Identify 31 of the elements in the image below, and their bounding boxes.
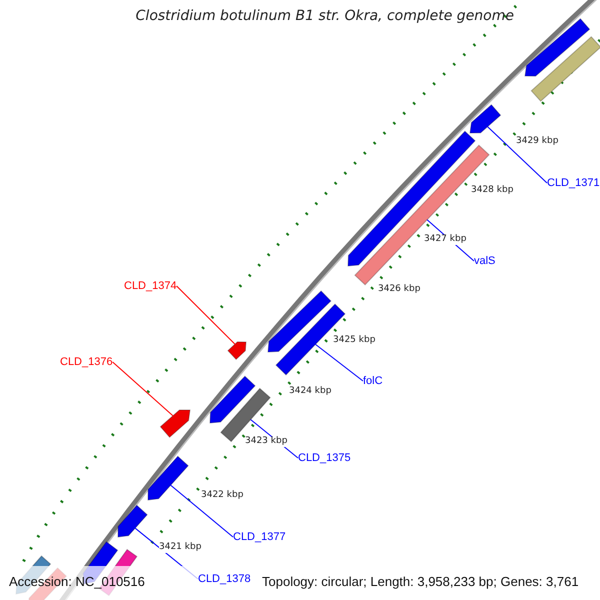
gene-feature	[118, 504, 148, 538]
gene-feature	[227, 341, 247, 360]
gene-bar	[220, 388, 271, 442]
leader-line	[176, 286, 236, 345]
gene-label: CLD_1377	[233, 531, 286, 544]
gene-feature	[148, 456, 189, 501]
footer-text: Topology: circular; Length: 3,958,233 bp; Genes: 3,761	[262, 575, 579, 590]
gene-feature	[160, 410, 191, 438]
title: Clostridium botulinum B1 str. Okra, complete genome	[136, 9, 514, 24]
position-label: 3424 kbp	[289, 387, 332, 397]
position-label: 3427 kbp	[424, 235, 466, 245]
position-label: 3426 kbp	[378, 285, 420, 295]
position-label: 3429 kbp	[516, 137, 558, 147]
leader-line	[170, 484, 234, 538]
footer-text: Accession: NC_010516	[9, 575, 145, 590]
gene-label: CLD_1375	[298, 452, 351, 464]
position-label: 3421 kbp	[159, 543, 202, 553]
gene-label: CLD_1378	[198, 573, 251, 586]
leader-line	[112, 362, 174, 416]
gene-label: folC	[363, 375, 383, 388]
position-label: 3428 kbp	[471, 186, 514, 196]
gene-label: CLD_1376	[60, 356, 113, 368]
gene-feature	[469, 104, 502, 134]
leader-line	[315, 344, 364, 382]
position-label: 3423 kbp	[245, 437, 288, 447]
gene-label: valS	[474, 255, 496, 268]
leader-line	[487, 126, 548, 184]
gene-label: CLD_1371	[547, 177, 600, 190]
gene-label: CLD_1374	[124, 280, 177, 292]
position-label: 3422 kbp	[201, 491, 244, 501]
position-label: 3425 kbp	[333, 336, 376, 346]
